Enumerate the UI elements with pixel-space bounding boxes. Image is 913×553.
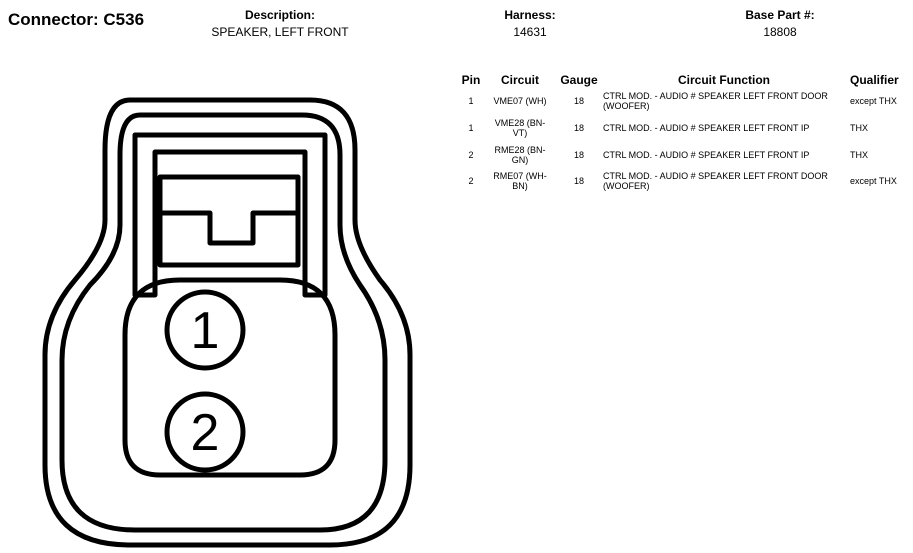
description-value: SPEAKER, LEFT FRONT bbox=[211, 25, 349, 39]
row-qualifier: THX bbox=[850, 150, 868, 160]
header-qualifier: Qualifier bbox=[850, 73, 899, 87]
connector-outer-housing bbox=[42, 97, 413, 548]
description-label: Description: bbox=[244, 8, 315, 22]
row-gauge: 18 bbox=[573, 176, 584, 186]
header-circuit: Circuit bbox=[500, 73, 539, 87]
connector-inner-housing bbox=[59, 112, 388, 533]
pin-2-circle bbox=[164, 391, 246, 473]
row-pin: 1 bbox=[468, 123, 474, 133]
table-row: 1 VME28 (BN-VT) 18 CTRL MOD. - AUDIO # S… bbox=[455, 115, 913, 141]
latch-frame bbox=[132, 132, 328, 298]
harness-label: Harness: bbox=[504, 8, 556, 22]
harness-value: 14631 bbox=[513, 25, 547, 39]
row-gauge: 18 bbox=[573, 150, 584, 160]
row-circuit: RME28 (BN-GN) bbox=[494, 145, 546, 165]
header-circuit-function: Circuit Function bbox=[678, 73, 770, 87]
base-part-label: Base Part #: bbox=[745, 8, 815, 22]
pin-1-circle bbox=[164, 289, 246, 371]
pin-2-label: 2 bbox=[191, 404, 220, 462]
base-part-block: Base Part #: 18808 bbox=[715, 8, 845, 39]
row-pin: 2 bbox=[468, 150, 474, 160]
table-row: 2 RME07 (WH-BN) 18 CTRL MOD. - AUDIO # S… bbox=[455, 168, 913, 194]
row-qualifier: except THX bbox=[850, 96, 897, 106]
table-row: 1 VME07 (WH) 18 CTRL MOD. - AUDIO # SPEA… bbox=[455, 88, 913, 114]
description-block: Description: SPEAKER, LEFT FRONT bbox=[180, 8, 380, 39]
row-circuit-function: CTRL MOD. - AUDIO # SPEAKER LEFT FRONT D… bbox=[603, 91, 828, 111]
connector-face-diagram: 1 2 bbox=[42, 97, 413, 548]
pin-1-label: 1 bbox=[191, 302, 220, 360]
latch-lock-tab bbox=[160, 210, 298, 246]
header-gauge: Gauge bbox=[560, 73, 598, 87]
latch-lock-window bbox=[157, 174, 301, 268]
row-circuit-function: CTRL MOD. - AUDIO # SPEAKER LEFT FRONT I… bbox=[603, 123, 810, 133]
pin-cavity bbox=[122, 277, 338, 478]
row-circuit: VME07 (WH) bbox=[493, 96, 547, 106]
row-pin: 2 bbox=[468, 176, 474, 186]
header-pin: Pin bbox=[461, 73, 481, 87]
row-circuit: VME28 (BN-VT) bbox=[494, 118, 546, 138]
connector-title: Connector: C536 bbox=[8, 10, 145, 29]
harness-block: Harness: 14631 bbox=[470, 8, 590, 39]
row-circuit: RME07 (WH-BN) bbox=[493, 171, 547, 191]
row-circuit-function: CTRL MOD. - AUDIO # SPEAKER LEFT FRONT D… bbox=[603, 171, 828, 191]
row-gauge: 18 bbox=[573, 123, 584, 133]
row-qualifier: except THX bbox=[850, 176, 897, 186]
row-qualifier: THX bbox=[850, 123, 868, 133]
row-pin: 1 bbox=[468, 96, 474, 106]
row-circuit-function: CTRL MOD. - AUDIO # SPEAKER LEFT FRONT I… bbox=[603, 150, 810, 160]
base-part-value: 18808 bbox=[763, 25, 797, 39]
table-row: 2 RME28 (BN-GN) 18 CTRL MOD. - AUDIO # S… bbox=[455, 142, 913, 168]
row-gauge: 18 bbox=[573, 96, 584, 106]
